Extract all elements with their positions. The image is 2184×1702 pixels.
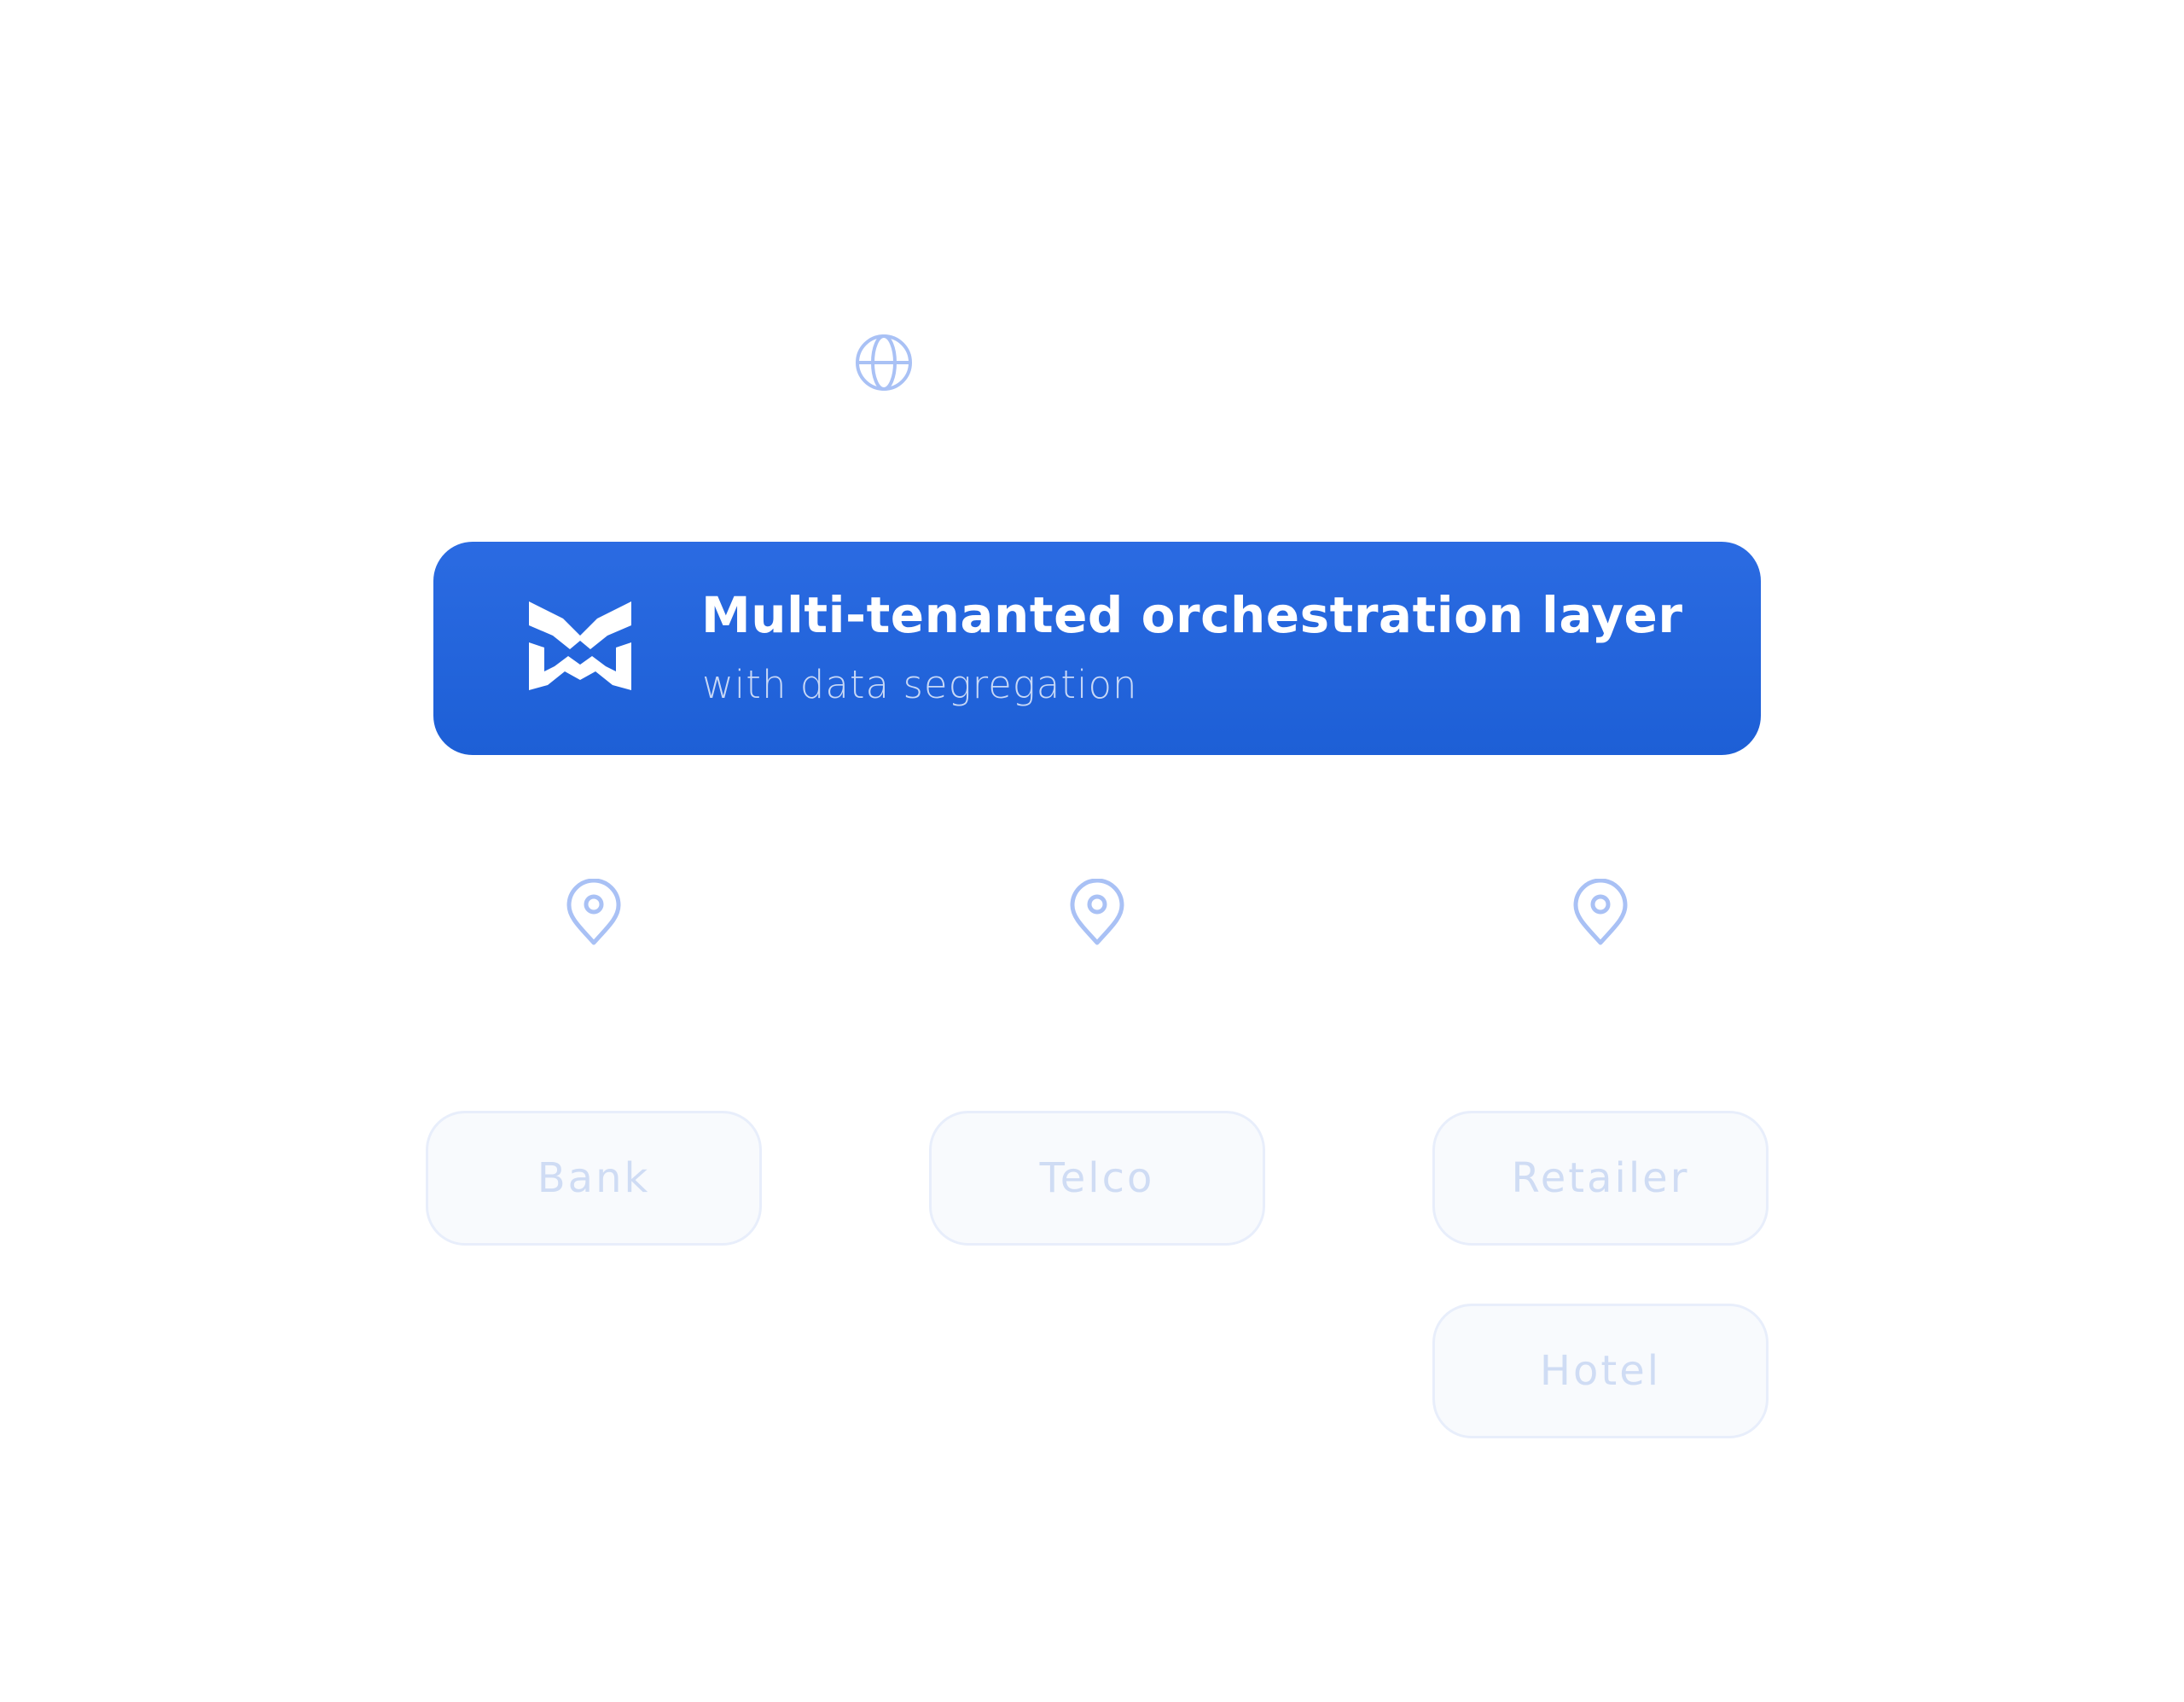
orchestration-layer-card: Multi-tenanted orchestration layer with … (433, 542, 1761, 755)
card-subtitle: with data segregation (702, 662, 1138, 707)
tenant-box-retailer: Retailer (1432, 1111, 1769, 1246)
tenant-box-telco: Telco (929, 1111, 1265, 1246)
map-pin-icon (1067, 879, 1127, 947)
map-pin-icon (564, 879, 624, 947)
tenant-label: Bank (537, 1154, 651, 1202)
tenant-box-bank: Bank (426, 1111, 762, 1246)
tenant-label: Hotel (1539, 1347, 1662, 1395)
map-pin-icon (1571, 879, 1630, 947)
globe-icon (854, 333, 914, 392)
card-title: Multi-tenanted orchestration layer (701, 586, 1683, 644)
tenant-label: Telco (1039, 1154, 1155, 1202)
tenant-box-hotel: Hotel (1432, 1304, 1769, 1438)
tenant-label: Retailer (1511, 1154, 1690, 1202)
brand-logo-icon (529, 601, 631, 690)
